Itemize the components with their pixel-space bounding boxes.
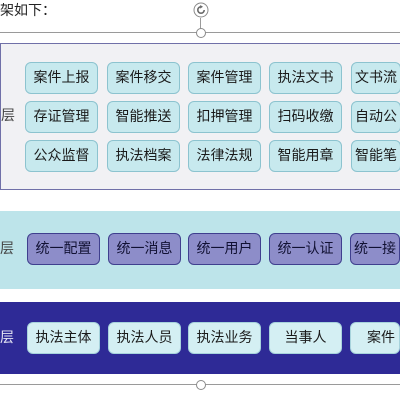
layer-3-panel: 层 执法主体 执法人员 执法业务 当事人 案件 — [0, 302, 400, 374]
entity-box[interactable]: 执法主体 — [27, 322, 100, 354]
entity-box[interactable]: 执法业务 — [188, 322, 261, 354]
resize-handle-bottom[interactable] — [196, 380, 206, 390]
module-box[interactable]: 案件管理 — [188, 62, 261, 94]
service-box[interactable]: 统一消息 — [108, 233, 181, 265]
module-box[interactable]: 扫码收缴 — [269, 101, 342, 133]
module-box[interactable]: 智能笔 — [351, 140, 400, 172]
module-box[interactable]: 公众监督 — [25, 140, 98, 172]
module-box[interactable]: 存证管理 — [25, 101, 98, 133]
layer-1-panel: 层 案件上报 案件移交 案件管理 执法文书 文书流 存证管理 智能推送 扣押管理… — [0, 43, 400, 190]
rotate-handle-icon[interactable] — [193, 2, 209, 18]
module-box[interactable]: 智能推送 — [107, 101, 180, 133]
entity-box[interactable]: 当事人 — [269, 322, 342, 354]
module-box[interactable]: 案件移交 — [107, 62, 180, 94]
entity-box[interactable]: 案件 — [350, 322, 400, 354]
service-box[interactable]: 统一接 — [350, 233, 400, 265]
module-box[interactable]: 自动公 — [351, 101, 400, 133]
module-box[interactable]: 扣押管理 — [188, 101, 261, 133]
service-box[interactable]: 统一配置 — [27, 233, 100, 265]
module-box[interactable]: 执法文书 — [269, 62, 342, 94]
layer-label: 层 — [0, 241, 14, 257]
module-box[interactable]: 执法档案 — [107, 140, 180, 172]
module-box[interactable]: 案件上报 — [25, 62, 98, 94]
module-box[interactable]: 智能用章 — [269, 140, 342, 172]
service-box[interactable]: 统一认证 — [269, 233, 342, 265]
resize-handle-top[interactable] — [196, 28, 206, 38]
caption-text: 架如下： — [0, 3, 56, 19]
service-box[interactable]: 统一用户 — [188, 233, 261, 265]
module-box[interactable]: 文书流 — [351, 62, 400, 94]
layer-label: 层 — [1, 108, 15, 124]
layer-2-panel: 层 统一配置 统一消息 统一用户 统一认证 统一接 — [0, 211, 400, 289]
layer-label: 层 — [0, 330, 14, 346]
rotate-handle-stem — [200, 18, 201, 29]
module-box[interactable]: 法律法规 — [188, 140, 261, 172]
entity-box[interactable]: 执法人员 — [108, 322, 181, 354]
